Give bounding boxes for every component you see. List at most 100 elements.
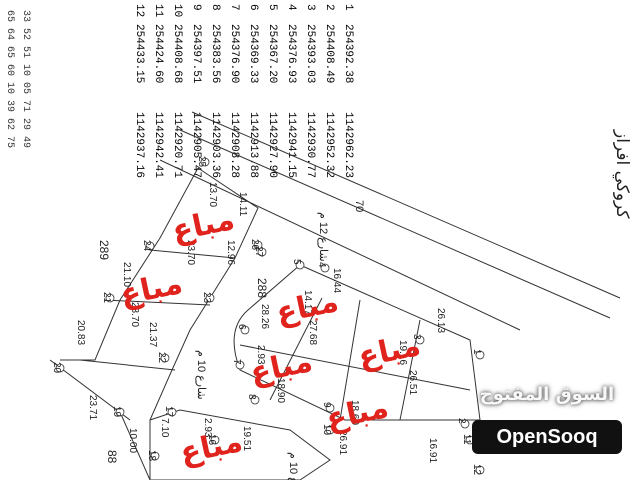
dimension-label: 26.91 — [337, 430, 348, 455]
dimension-label: 7.10 — [159, 418, 170, 438]
coord-index: 8 — [209, 4, 221, 11]
survey-point-number: 1 — [471, 349, 482, 355]
survey-point-marker — [145, 241, 155, 251]
left-number: 39 — [4, 100, 15, 112]
survey-point-marker — [150, 451, 160, 461]
coord-northing: 1142962.23 — [342, 112, 354, 178]
dimension-label: 14.17 — [302, 290, 313, 315]
parcel-number: 88 — [105, 450, 119, 464]
coord-easting: 254383.56 — [209, 24, 221, 83]
left-number: 65 — [4, 10, 15, 22]
coord-easting: 254392.38 — [342, 24, 354, 83]
left-number: 64 — [4, 28, 15, 40]
dimension-label: 27.68 — [307, 320, 318, 345]
dimension-label: 26.51 — [407, 370, 418, 395]
survey-point-marker — [55, 363, 65, 373]
survey-point-number: 16 — [206, 434, 217, 446]
coord-index: 5 — [266, 4, 278, 11]
survey-point-number: 22 — [156, 352, 167, 364]
survey-point-marker — [320, 263, 330, 273]
survey-point-number: 20 — [51, 362, 62, 374]
survey-point-number: 26 — [249, 239, 260, 251]
dimension-label: 28.26 — [259, 304, 270, 329]
coord-northing: 1142927.90 — [266, 112, 278, 178]
coord-index: 1 — [342, 4, 354, 11]
dimension-label: 20.83 — [75, 320, 86, 345]
survey-point-number: 9 — [321, 402, 332, 408]
survey-point-number: 23 — [201, 292, 212, 304]
coord-northing: 1142937.16 — [133, 112, 145, 178]
survey-point-number: 4 — [316, 262, 327, 268]
survey-point-marker — [475, 350, 485, 360]
survey-point-number: 27 — [253, 246, 264, 258]
parcel-number: 288 — [255, 278, 269, 298]
coord-easting: 254369.33 — [247, 24, 259, 83]
dimension-label: 21.37 — [147, 322, 158, 347]
dimension-label: 12.96 — [225, 240, 236, 265]
dimension-label: 21.10 — [121, 262, 132, 287]
left-number: 51 — [20, 46, 31, 58]
left-number: 75 — [4, 136, 15, 148]
parcel-number: 289 — [97, 240, 111, 260]
coord-easting: 254433.15 — [133, 24, 145, 83]
survey-point-marker — [200, 157, 210, 167]
survey-point-marker — [295, 260, 305, 270]
coord-easting: 254393.03 — [304, 24, 316, 83]
survey-point-marker — [205, 293, 215, 303]
survey-point-marker — [115, 407, 125, 417]
street-width-label: 70 — [353, 200, 365, 212]
dimension-label: 16.91 — [427, 438, 438, 463]
dimension-label: 2.93 — [202, 418, 213, 438]
survey-point-marker — [240, 325, 250, 335]
left-number: 05 — [20, 82, 31, 94]
street-edge-line — [191, 111, 621, 299]
survey-point-number: 19 — [111, 406, 122, 418]
survey-point-number: 6 — [236, 324, 247, 330]
dimension-label: 14.11 — [237, 192, 248, 217]
coord-northing: 1142913.88 — [247, 112, 259, 178]
dimension-label: 16.44 — [331, 268, 342, 293]
street-edge-line — [159, 159, 521, 331]
dimension-label: 23.71 — [87, 395, 98, 420]
coord-northing: 1142941.15 — [285, 112, 297, 178]
left-number: 29 — [20, 118, 31, 130]
left-number: 33 — [20, 10, 31, 22]
survey-point-number: 25 — [196, 156, 207, 168]
watermark-text: السوق المفتوح — [479, 384, 615, 405]
survey-point-number: 7 — [231, 359, 242, 365]
survey-point-number: 5 — [291, 259, 302, 265]
lot-line — [399, 319, 421, 421]
lot-line — [149, 249, 236, 259]
street-label: شارع 10 م — [287, 452, 299, 480]
coord-easting: 254397.51 — [190, 24, 202, 84]
dimension-label: 13.70 — [207, 182, 218, 207]
survey-point-marker — [257, 247, 267, 257]
coord-index: 11 — [152, 4, 164, 18]
coord-index: 3 — [304, 4, 316, 11]
dimension-label: 18.60 — [349, 400, 360, 425]
survey-point-marker — [167, 407, 177, 417]
survey-point-marker — [105, 293, 115, 303]
survey-point-number: 11 — [461, 434, 472, 445]
lot-line — [79, 359, 176, 371]
dimension-label: 10.00 — [127, 428, 138, 453]
survey-point-marker — [325, 425, 335, 435]
dimension-label: 26.13 — [435, 308, 446, 333]
coord-index: 6 — [247, 4, 259, 11]
left-number: 49 — [20, 136, 31, 148]
coord-northing: 1142905.47 — [190, 112, 202, 178]
coord-index: 2 — [323, 4, 335, 11]
survey-point-number: 21 — [101, 292, 112, 304]
left-number: 71 — [20, 100, 31, 112]
coord-index: 10 — [171, 4, 183, 17]
coord-northing: 1142920.71 — [171, 112, 183, 178]
survey-point-marker — [460, 419, 470, 429]
survey-point-number: 2 — [456, 418, 467, 424]
block-boundary — [233, 264, 481, 421]
survey-point-number: 18 — [146, 450, 157, 462]
left-number: 52 — [20, 28, 31, 40]
coord-northing: 1142942.41 — [152, 112, 164, 178]
survey-point-marker — [415, 335, 425, 345]
survey-point-marker — [235, 360, 245, 370]
